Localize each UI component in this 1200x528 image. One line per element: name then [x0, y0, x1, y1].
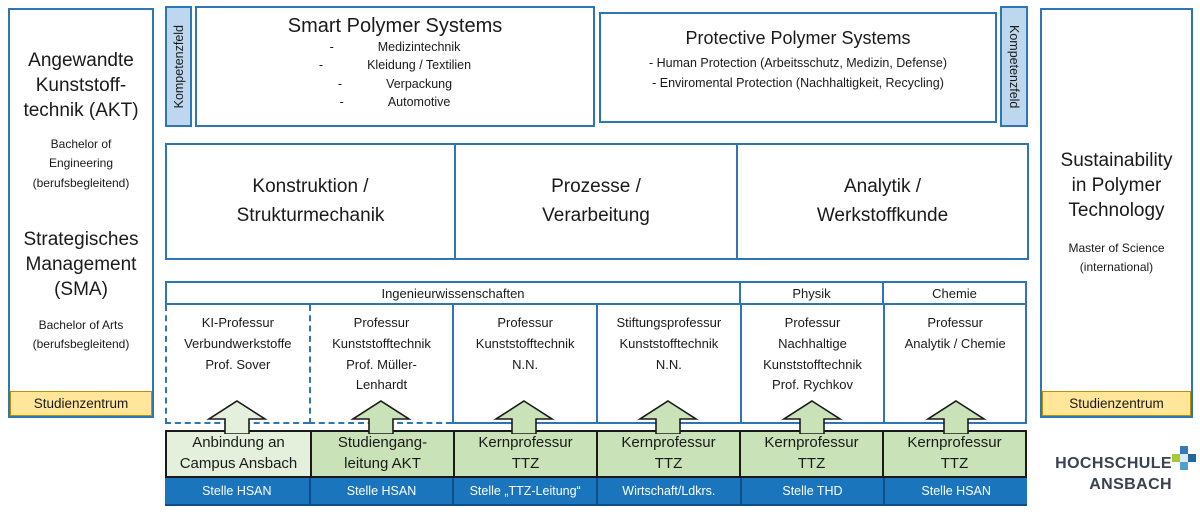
group-header-chemie: Chemie	[882, 283, 1025, 303]
bullet-dash: -	[329, 40, 334, 54]
professorship-cell-rychkov: Professur Nachhaltige Kunststofftechnik …	[739, 305, 884, 424]
group-header-physik: Physik	[739, 283, 882, 303]
professorship-cell-mueller-lenhardt: Professur Kunststofftechnik Prof. Müller…	[308, 305, 453, 424]
logo-plus-icon	[1172, 446, 1196, 470]
list-item-label: Automotive	[387, 94, 451, 109]
logo-square-center	[1180, 454, 1188, 462]
focus-box-analytik: Analytik / Werkstoffkunde	[736, 143, 1029, 260]
list-item: - Automotive	[197, 93, 593, 111]
program-degree-sma: Bachelor of Arts (berufsbegleitend)	[32, 318, 130, 352]
protective-line-environmental: - Enviromental Protection (Nachhaltigkei…	[652, 76, 944, 90]
logo-wordmark: HOCHSCHULE ANSBACH	[1055, 453, 1172, 495]
up-arrow-icon	[350, 400, 412, 434]
position-row: Stelle HSAN Stelle HSAN Stelle „TTZ-Leit…	[165, 478, 1027, 506]
logo-square-left	[1172, 454, 1180, 462]
program-title-akt: Angewandte Kunststoff- technik (AKT)	[23, 50, 139, 122]
professorship-table: Ingenieurwissenschaften Physik Chemie KI…	[165, 281, 1027, 424]
position-cell-3: Stelle „TTZ-Leitung“	[452, 478, 596, 504]
left-study-programs-panel: Angewandte Kunststoff- technik (AKT) Bac…	[8, 8, 154, 418]
smart-polymer-systems-box: Smart Polymer Systems - Medizintechnik -…	[195, 6, 595, 127]
bullet-dash: -	[337, 76, 343, 91]
logo-square-bottom	[1180, 462, 1188, 470]
position-cell-5: Stelle THD	[739, 478, 884, 504]
list-item-label: Medizintechnik	[377, 40, 461, 54]
list-item: - Kleidung / Textilien	[197, 56, 593, 74]
role-row: Anbindung an Campus Ansbach Studiengang-…	[165, 430, 1027, 478]
list-item: - Medizintechnik	[197, 38, 593, 56]
program-degree-akt: Bachelor of Engineering (berufsbegleiten…	[32, 137, 130, 190]
logo-square-top	[1180, 446, 1188, 454]
group-header-ingenieurwissenschaften: Ingenieurwissenschaften	[381, 285, 525, 301]
professorship-row: KI-Professur Verbundwerkstoffe Prof. Sov…	[165, 305, 1027, 424]
professorship-cell-ki: KI-Professur Verbundwerkstoffe Prof. Sov…	[165, 305, 309, 424]
position-cell-2: Stelle HSAN	[308, 478, 453, 504]
focus-box-prozesse: Prozesse / Verarbeitung	[454, 143, 738, 260]
list-item: - Verpackung	[197, 75, 593, 93]
discipline-header-row: Ingenieurwissenschaften Physik Chemie	[165, 281, 1027, 305]
hochschule-ansbach-logo: HOCHSCHULE ANSBACH	[1040, 444, 1196, 504]
kompetenzfeld-label-right: Kompetenzfeld	[1007, 24, 1021, 109]
bullet-dash: -	[318, 58, 324, 73]
program-title-sma: Strategisches Management (SMA)	[23, 228, 139, 300]
up-arrow-icon	[206, 400, 268, 434]
program-degree-sustainability: Master of Science (international)	[1068, 241, 1165, 275]
kompetenzfeld-label-left: Kompetenzfeld	[171, 24, 186, 109]
logo-line-hochschule: HOCHSCHULE	[1055, 455, 1172, 472]
protective-polymer-title: Protective Polymer Systems	[685, 28, 911, 48]
position-cell-1: Stelle HSAN	[202, 484, 272, 498]
professorship-cell-stiftung: Stiftungsprofessur Kunststofftechnik N.N…	[596, 305, 740, 424]
role-box-kernprofessur-4: Kernprofessur TTZ	[882, 432, 1025, 476]
role-box-anbindung: Anbindung an Campus Ansbach	[167, 432, 310, 476]
kompetenzfeld-tab-left: Kompetenzfeld	[165, 6, 192, 127]
protective-line-human: - Human Protection (Arbeitsschutz, Mediz…	[648, 56, 948, 70]
protective-polymer-systems-box: Protective Polymer Systems - Human Prote…	[599, 12, 997, 123]
studienzentrum-footer-left: Studienzentrum	[10, 391, 152, 416]
position-cell-4: Wirtschaft/Ldkrs.	[596, 478, 740, 504]
kompetenzfeld-tab-right: Kompetenzfeld	[1000, 6, 1028, 127]
logo-square-right	[1188, 454, 1196, 462]
role-box-kernprofessur-1: Kernprofessur TTZ	[453, 432, 596, 476]
bullet-dash: -	[339, 94, 344, 109]
focus-box-konstruktion: Konstruktion / Strukturmechanik	[165, 143, 456, 260]
smart-polymer-title: Smart Polymer Systems	[287, 15, 503, 37]
up-arrow-icon	[925, 400, 987, 434]
up-arrow-icon	[637, 400, 699, 434]
role-box-kernprofessur-2: Kernprofessur TTZ	[596, 432, 739, 476]
list-item-label: Verpackung	[386, 76, 453, 91]
program-title-sustainability: Sustainability in Polymer Technology	[1060, 150, 1173, 222]
role-box-studiengangleitung: Studiengang- leitung AKT	[310, 432, 453, 476]
logo-line-ansbach: ANSBACH	[1089, 476, 1172, 493]
studienzentrum-footer-right: Studienzentrum	[1042, 391, 1191, 416]
list-item-label: Kleidung / Textilien	[367, 58, 472, 73]
up-arrow-icon	[493, 400, 555, 434]
role-box-kernprofessur-3: Kernprofessur TTZ	[739, 432, 882, 476]
up-arrow-icon	[781, 400, 843, 434]
position-cell-6: Stelle HSAN	[883, 478, 1027, 504]
right-study-program-panel: Sustainability in Polymer Technology Mas…	[1040, 8, 1193, 418]
